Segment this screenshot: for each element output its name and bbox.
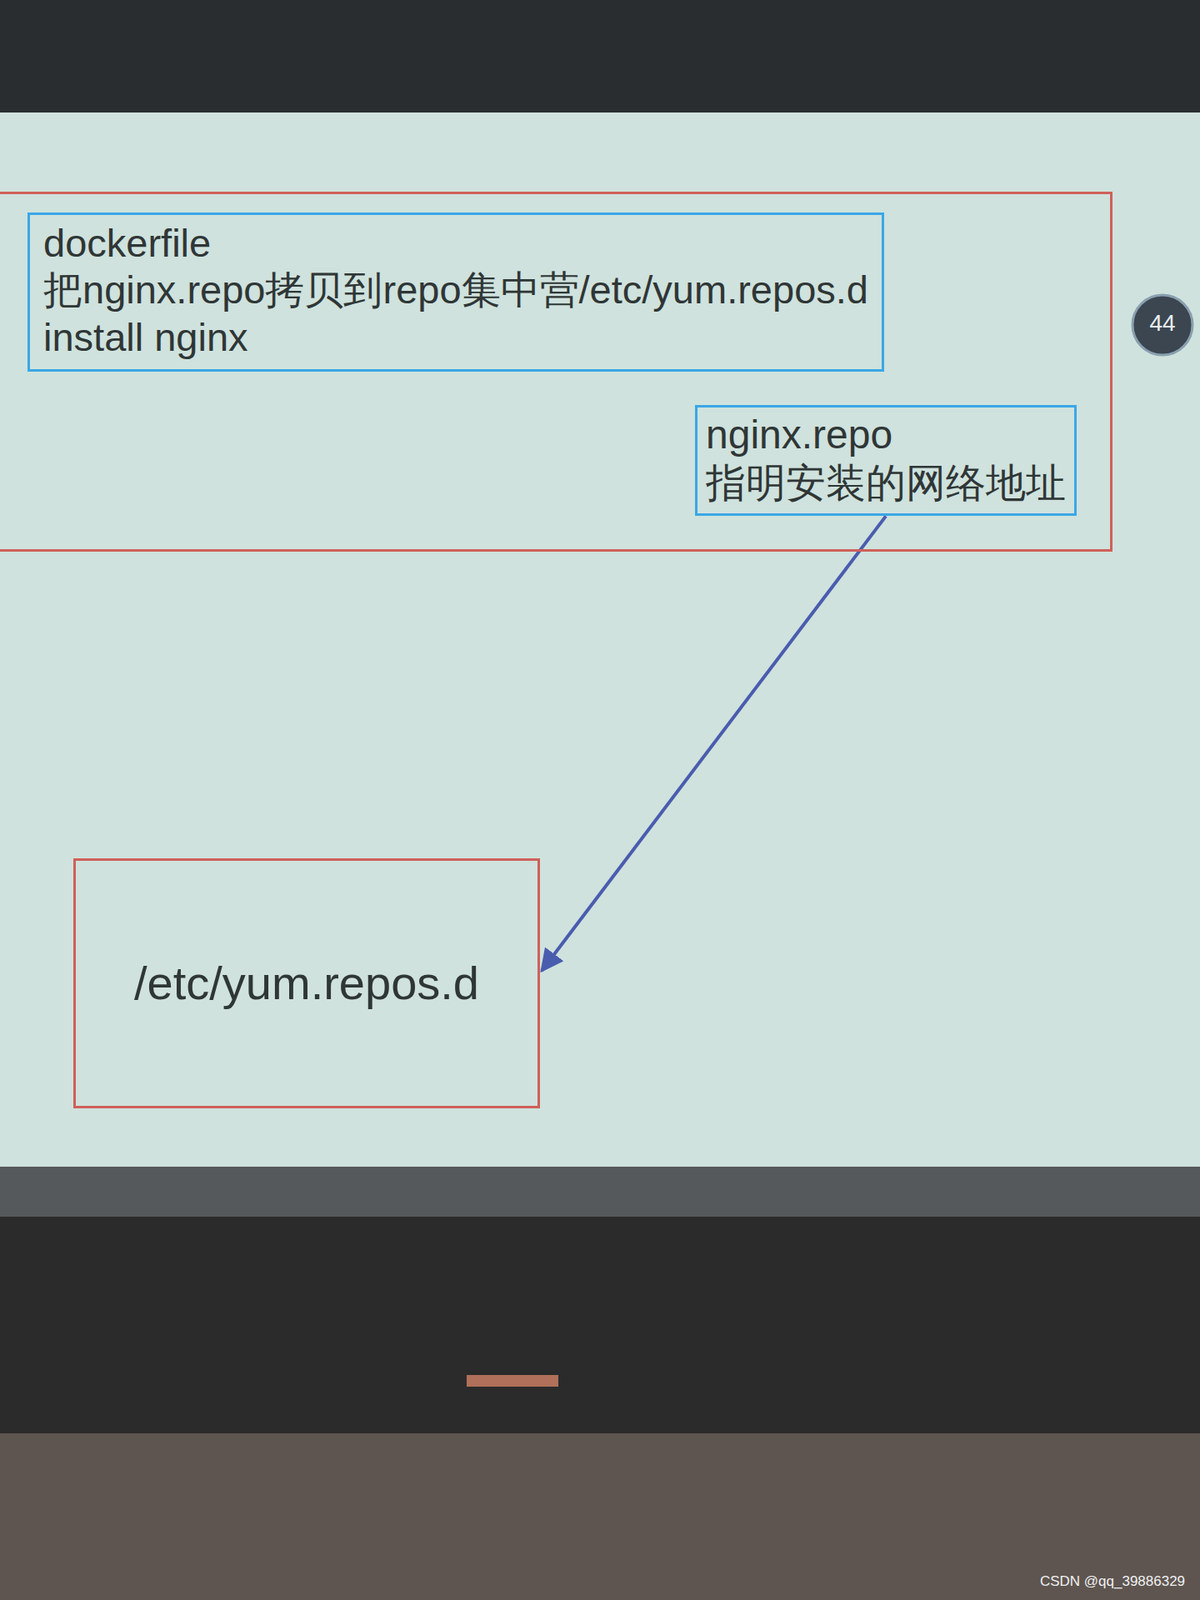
- widget-percent: 44: [1140, 310, 1185, 337]
- arrow-connector: [541, 515, 886, 971]
- box-text: 把nginx.repo拷贝到repo集中营/etc/yum.repos.d: [43, 266, 869, 314]
- box-text: 指明安装的网络地址: [705, 459, 1066, 508]
- screen-bottom-edge: [0, 1166, 1200, 1217]
- dockerfile-box: dockerfile把nginx.repo拷贝到repo集中营/etc/yum.…: [27, 212, 885, 372]
- slide-area: [0, 112, 1200, 1167]
- repo-box: nginx.repo指明安装的网络地址: [695, 405, 1077, 516]
- box-text: /etc/yum.repos.d: [134, 955, 480, 1011]
- box-text: install nginx: [43, 314, 869, 361]
- board-frame: [0, 1216, 1200, 1434]
- board-clip: [466, 1375, 559, 1387]
- watermark: CSDN @qq_39886329: [1033, 1573, 1192, 1590]
- box-text: nginx.repo: [705, 410, 1066, 460]
- outer-box: dockerfile把nginx.repo拷贝到repo集中营/etc/yum.…: [0, 191, 1113, 552]
- yum-dir-box: /etc/yum.repos.d: [73, 858, 540, 1109]
- screen-top-bezel: [0, 0, 1200, 113]
- box-text: dockerfile: [43, 220, 869, 267]
- speed-widget: [1132, 295, 1193, 355]
